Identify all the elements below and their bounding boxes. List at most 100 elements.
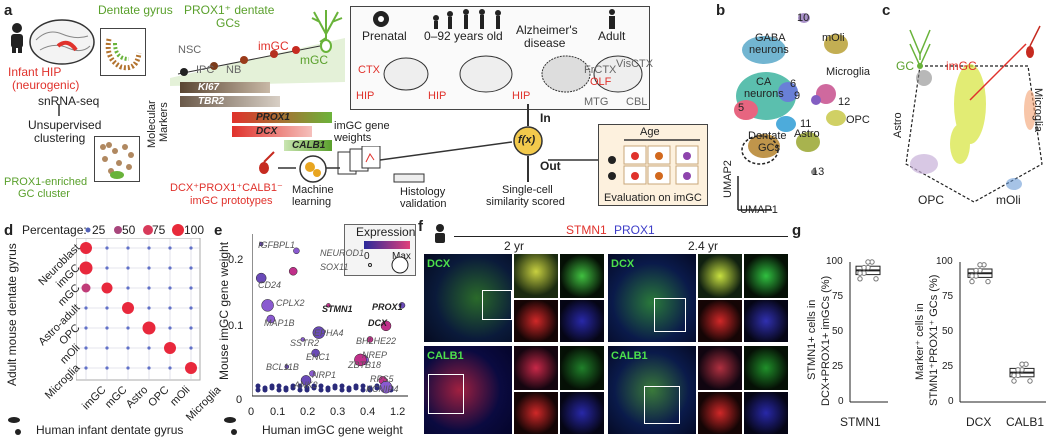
size-legend bbox=[85, 224, 184, 236]
scatter-background-point bbox=[367, 387, 373, 393]
calb1-point bbox=[1011, 378, 1017, 384]
stmn1-point bbox=[857, 270, 863, 276]
tile-calb1-2yr-green bbox=[560, 346, 604, 390]
legend-100: 100 bbox=[184, 223, 205, 237]
brain-icon bbox=[29, 19, 95, 65]
stmn1-legend: STMN1 bbox=[566, 223, 607, 237]
cluster-9: 9 bbox=[794, 90, 801, 102]
dot-matrix bbox=[76, 238, 201, 381]
pentagon-imgc: imGC bbox=[946, 59, 977, 73]
cluster-ca-2: neurons bbox=[744, 88, 784, 100]
gene-weight-cards bbox=[337, 146, 381, 175]
prox1-cluster-label-1: PROX1-enriched bbox=[4, 176, 88, 188]
scatter-point-cd24 bbox=[255, 272, 267, 284]
adult-label: Adult bbox=[598, 29, 626, 43]
zoom-box-2 bbox=[654, 298, 686, 332]
scatter-background-point bbox=[262, 387, 268, 393]
scatter-point-nrp1 bbox=[309, 370, 316, 377]
hip-label-1: HIP bbox=[356, 90, 375, 102]
legend-25: 25 bbox=[92, 223, 106, 237]
imgc-prototype-icon bbox=[259, 151, 275, 174]
olf-label: OLF bbox=[590, 76, 612, 88]
prox1-label: PROX1 bbox=[256, 112, 290, 123]
dcx-label: DCX bbox=[256, 126, 278, 137]
tile-dcx-2yr bbox=[424, 254, 512, 342]
alz-label-2: disease bbox=[524, 36, 566, 50]
scatter-background-point bbox=[297, 387, 303, 393]
g-left-y-1: STMN1+ cells in bbox=[806, 299, 818, 380]
gene-epha4: EPHA4 bbox=[314, 328, 344, 338]
scatter-point-stmn1 bbox=[326, 303, 331, 308]
e-x-title: Human imGC gene weight bbox=[262, 423, 403, 437]
gene-map1b: MAP1B bbox=[264, 318, 295, 328]
scatter-background-point bbox=[353, 385, 359, 391]
slide-icon bbox=[393, 173, 425, 183]
mgc-neuron-icon bbox=[311, 10, 343, 53]
scatter-point-epha4 bbox=[312, 326, 326, 339]
snrna-label: snRNA-seq bbox=[38, 94, 100, 108]
panel-label-e: e bbox=[214, 222, 223, 239]
cluster-6: 6 bbox=[790, 78, 797, 90]
gear-icon bbox=[299, 155, 327, 183]
scatter-point-sstr2 bbox=[300, 337, 306, 342]
tile-dcx-2yr-red bbox=[514, 300, 558, 342]
size-legend-circles bbox=[368, 256, 409, 274]
fx-node bbox=[513, 104, 543, 182]
cluster-13: 13 bbox=[812, 166, 825, 178]
f-calb1-label-1: CALB1 bbox=[427, 350, 464, 362]
age-24yr: 2.4 yr bbox=[688, 239, 719, 253]
dcx-point bbox=[977, 262, 983, 268]
hip-label-2: HIP bbox=[428, 90, 447, 102]
unsupervised-label: Unsupervised bbox=[28, 118, 102, 132]
gene-dcx: DCX bbox=[368, 318, 388, 328]
flow-arrows bbox=[278, 141, 598, 169]
gene-cd24: CD24 bbox=[258, 280, 282, 290]
panel-label-c: c bbox=[882, 2, 891, 19]
learning-label: learning bbox=[292, 196, 332, 208]
g-right-ytick-50: 50 bbox=[942, 326, 954, 337]
cluster-gaba-2: neurons bbox=[749, 44, 789, 56]
calb1-bar bbox=[284, 140, 332, 151]
mgc-lineage-label: mGC bbox=[300, 53, 328, 67]
single-cell-label-2: similarity scored bbox=[486, 196, 565, 208]
pentagon-astro: Astro bbox=[892, 112, 904, 138]
prox1-bar bbox=[232, 112, 332, 123]
histology-label-1: Histology bbox=[400, 186, 446, 198]
expression-max: Max bbox=[392, 251, 411, 262]
scatter-background-point bbox=[311, 385, 317, 391]
evaluation-box bbox=[598, 124, 708, 206]
scatter-background-point bbox=[290, 385, 296, 391]
g-right-ytick-25: 25 bbox=[942, 361, 954, 372]
infant-icon-f bbox=[435, 224, 445, 243]
alz-label-1: Alzheimer's bbox=[516, 23, 578, 37]
scatter-background-point bbox=[276, 387, 282, 393]
panel-label-b: b bbox=[716, 2, 726, 19]
umap2-label: UMAP2 bbox=[722, 160, 734, 198]
scatter-point-sox11 bbox=[288, 267, 298, 276]
scatter-point-cplx2 bbox=[261, 299, 274, 312]
cluster-12: 12 bbox=[838, 96, 851, 108]
g-left-x: STMN1 bbox=[840, 415, 881, 429]
scatter-background-point bbox=[255, 387, 261, 393]
gene-prox1: PROX1 bbox=[372, 302, 403, 312]
gene-weight-scatter bbox=[252, 234, 408, 397]
g-left-ytick-0: 0 bbox=[838, 396, 844, 407]
calb1-point bbox=[1011, 372, 1017, 379]
pentagon-moli: mOli bbox=[996, 193, 1021, 207]
umap-plot bbox=[734, 13, 848, 211]
e-ytick-0: 0 bbox=[236, 394, 243, 406]
in-label: In bbox=[540, 111, 551, 125]
nsc-label: NSC bbox=[178, 44, 202, 56]
machine-label: Machine bbox=[292, 184, 334, 196]
mouse-infant-icon bbox=[8, 417, 21, 435]
gene-bhlhe22: BHLHE22 bbox=[356, 336, 397, 346]
scatter-background-point bbox=[325, 387, 331, 393]
gene-nrp1: NRP1 bbox=[312, 370, 337, 380]
scatter-background-point bbox=[360, 387, 366, 393]
scatter-point-dcx bbox=[380, 320, 392, 332]
e-ytick-2: 0.2 bbox=[228, 254, 244, 266]
scatter-background-point bbox=[346, 387, 352, 393]
ipc-label: IPC bbox=[196, 64, 215, 76]
gene-nrep: NREP bbox=[362, 350, 388, 360]
tile-calb1-24yr-blue bbox=[744, 392, 788, 434]
